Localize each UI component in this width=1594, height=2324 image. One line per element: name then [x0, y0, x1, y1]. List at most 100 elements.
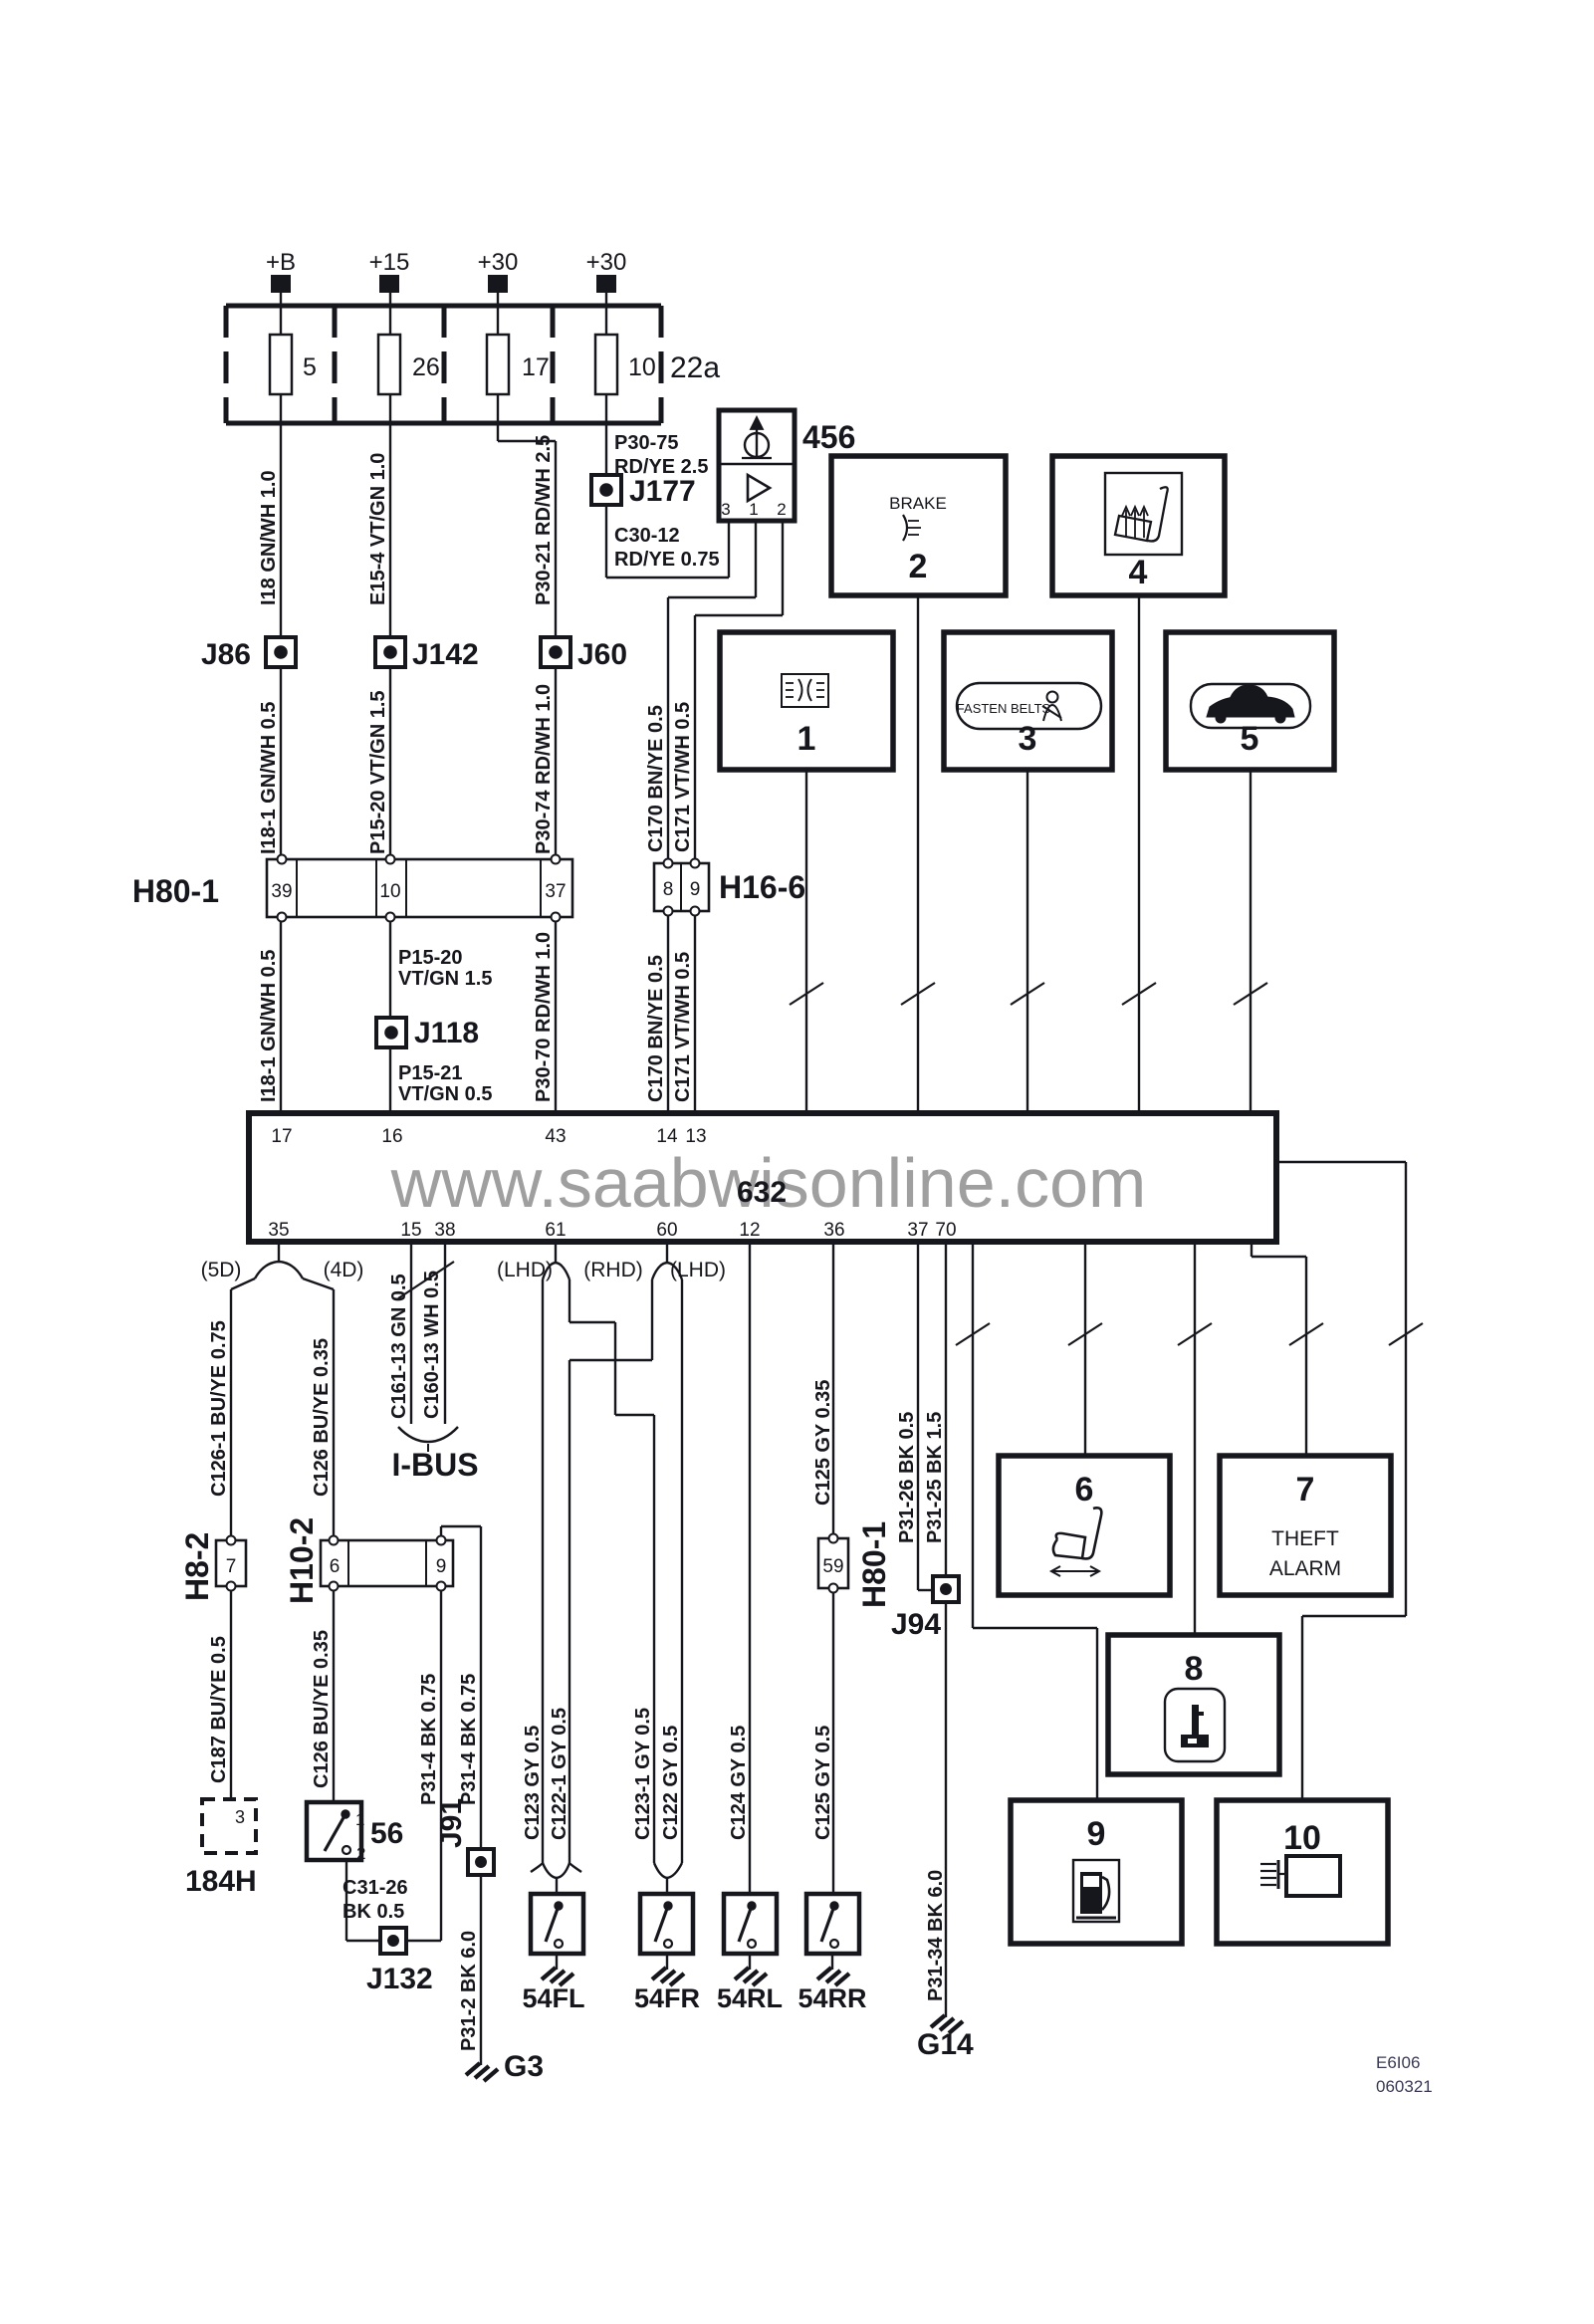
pin-circle	[341, 1844, 352, 1856]
shape	[541, 1862, 571, 1880]
pin-circle	[1215, 712, 1227, 724]
key-tooth	[1199, 1712, 1204, 1716]
box7-alarm-text: ALARM	[1269, 1557, 1341, 1580]
fuse-17-number: 17	[522, 353, 550, 381]
box6-number: 6	[1075, 1471, 1094, 1509]
box	[376, 333, 402, 396]
pin-circle	[276, 853, 288, 865]
connector-h80-1-top	[265, 853, 574, 923]
box4-number: 4	[1129, 554, 1148, 591]
wire-segment	[1388, 1322, 1424, 1346]
pin-circle	[827, 1582, 839, 1594]
ecu-pin-16: 16	[381, 1126, 402, 1147]
shape	[397, 1426, 459, 1444]
shape	[1139, 504, 1149, 517]
wire-segment	[659, 1969, 677, 1984]
wire-segment	[650, 1966, 668, 1981]
box	[717, 629, 896, 773]
terminal-b-label: +B	[266, 249, 296, 276]
box	[955, 681, 1103, 731]
box	[246, 1110, 1279, 1245]
wire-label-p31-26: P31-26 BK 0.5	[896, 1412, 918, 1543]
wire-label-c123: C123 GY 0.5	[522, 1726, 544, 1840]
pin-circle	[689, 857, 701, 869]
box	[200, 1797, 258, 1855]
wire-segment	[1288, 1322, 1324, 1346]
wire-label-c126-56: C126 BU/YE 0.35	[311, 1630, 333, 1788]
pin-h80-37: 37	[545, 881, 566, 902]
pin-h80-10: 10	[379, 881, 400, 902]
ecu-pin-12: 12	[739, 1220, 760, 1241]
wire-label-c123-1: C123-1 GY 0.5	[632, 1708, 654, 1840]
shape	[1113, 514, 1153, 543]
pin-h16-9: 9	[690, 879, 701, 900]
wire-label-p15-21-color: VT/GN 0.5	[398, 1083, 492, 1105]
pin-circle	[662, 905, 674, 917]
component-56-label: 56	[370, 1817, 403, 1850]
pin-circle	[1274, 712, 1286, 724]
box	[265, 857, 574, 919]
wire-label-p30-74: P30-74 RD/WH 1.0	[533, 684, 555, 854]
switch-54rl-label: 54RL	[717, 1983, 783, 2013]
wire-segment	[929, 2013, 947, 2029]
shape	[1147, 486, 1169, 543]
connector-h16-6-label: H16-6	[719, 869, 805, 905]
ground-icon-54fr	[650, 1964, 686, 1987]
pin-circle	[940, 1583, 952, 1595]
box	[593, 333, 619, 396]
wire-segment	[302, 1277, 335, 1291]
junction-j86	[264, 635, 298, 669]
wire-segment	[1177, 1322, 1213, 1346]
wire-label-p31-2: P31-2 BK 6.0	[458, 1931, 480, 2051]
pin-h10-9: 9	[436, 1556, 447, 1577]
ibus-label: I-BUS	[391, 1447, 478, 1483]
variant-rhd: (RHD)	[583, 1259, 642, 1281]
wire-label-p31-4-a: P31-4 BK 0.75	[418, 1674, 440, 1805]
wire-label-c31-26-color: BK 0.5	[342, 1901, 404, 1923]
box8-number: 8	[1185, 1650, 1204, 1688]
brake-bulb-icon	[902, 514, 921, 542]
fuse-10-number: 10	[628, 353, 656, 381]
pin-circle	[384, 853, 396, 865]
shape	[1230, 684, 1268, 698]
fuel-pump-icon	[1071, 1858, 1121, 1924]
wire-segment	[668, 1972, 686, 1987]
wire-segment	[544, 1905, 561, 1943]
wire-label-c161-13: C161-13 GN 0.5	[388, 1274, 410, 1419]
shape	[530, 1862, 545, 1873]
fuse-5-number: 5	[303, 353, 317, 381]
pin-circle	[274, 645, 288, 659]
power-terminal	[379, 275, 399, 293]
pin-circle	[1045, 690, 1059, 704]
wire-label-p30-70: P30-70 RD/WH 1.0	[533, 932, 555, 1102]
wire-segment	[1010, 982, 1045, 1006]
wire-label-c170-upper: C170 BN/YE 0.5	[645, 705, 667, 852]
junction-j94	[931, 1574, 961, 1604]
wire-label-c122-1: C122-1 GY 0.5	[549, 1708, 570, 1840]
junction-j118-label: J118	[414, 1017, 479, 1049]
pin-456-3: 3	[721, 500, 730, 519]
shape	[1130, 504, 1140, 517]
wire-segment	[733, 1966, 751, 1981]
watermark-text: www.saabwisonline.com	[390, 1144, 1147, 1222]
shape	[1101, 1875, 1111, 1911]
ground-icon-g14	[929, 2011, 965, 2035]
box10-number: 10	[1283, 1819, 1321, 1857]
wire-label-c160-13: C160-13 WH 0.5	[421, 1271, 443, 1419]
ecu-pin-61: 61	[545, 1220, 566, 1241]
wire-label-i18-1-upper: I18-1 GN/WH 0.5	[258, 702, 280, 854]
shape	[650, 1261, 684, 1280]
wire-label-c124: C124 GY 0.5	[728, 1726, 750, 1840]
connector-h8-2-label: H8-2	[179, 1532, 215, 1601]
fuse-box-22a	[223, 275, 664, 426]
wire-label-c170-lower: C170 BN/YE 0.5	[645, 955, 667, 1102]
wire-segment	[819, 1905, 836, 1943]
pin-circle	[328, 1534, 340, 1546]
pin-circle	[475, 1856, 487, 1868]
variant-lhd-1: (LHD)	[497, 1259, 553, 1281]
wire-label-c125: C125 GY 0.5	[812, 1726, 834, 1840]
pin-circle	[599, 483, 613, 497]
wire-segment	[833, 1972, 851, 1987]
shape	[1042, 703, 1062, 722]
